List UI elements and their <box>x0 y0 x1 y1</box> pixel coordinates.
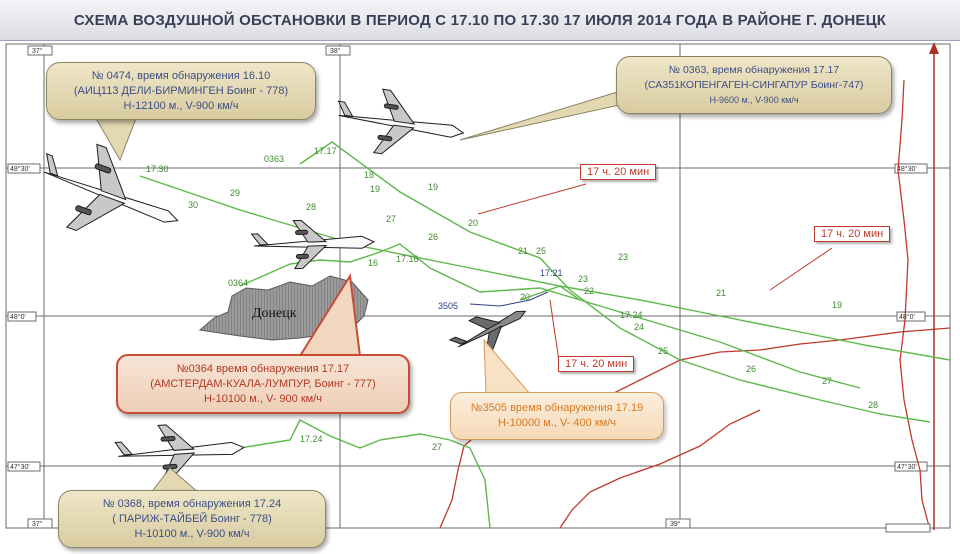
callout-3505-line2: Н-10000 м., V- 400 км/ч <box>497 417 616 429</box>
track-num-22: 22 <box>584 286 594 296</box>
border-line-1 <box>439 327 951 529</box>
track-num-23b: 23 <box>578 274 588 284</box>
track-num-27a: 27 <box>386 214 396 224</box>
track-num-28a: 28 <box>306 202 316 212</box>
track-num-16: 16 <box>368 258 378 268</box>
aircraft-0363-icon <box>337 88 465 155</box>
track-num-23a: 23 <box>618 252 628 262</box>
track-id-0364: 0364 <box>228 278 248 288</box>
city-label-donetsk: Донецк <box>252 306 297 321</box>
track-num-28b: 28 <box>868 400 878 410</box>
track-num-20: 20 <box>468 218 478 228</box>
callout-0368-line2: ( ПАРИЖ-ТАЙБЕЙ Боинг - 778) <box>112 512 272 525</box>
grid-tag-38-top: 38° <box>330 47 341 55</box>
track-3505-green <box>519 285 581 301</box>
track-num-19c: 19 <box>370 184 380 194</box>
grid-tag-37-top: 37° <box>32 47 43 55</box>
track-3505 <box>469 291 549 307</box>
callout-0363-line1: № 0363, время обнаружения 17.17 <box>668 63 840 76</box>
callout-0364-line3: Н-10100 м., V- 900 км/ч <box>203 392 322 405</box>
diagram-title: СХЕМА ВОЗДУШНОЙ ОБСТАНОВКИ В ПЕРИОД С 17… <box>0 0 960 41</box>
track-num-19a: 19 <box>428 182 438 192</box>
map-frame <box>5 43 951 529</box>
track-num-27c: 27 <box>432 442 442 452</box>
air-situation-map: 37° 38° 48°30' 48°0' 47°30' 48°30' 48°0'… <box>5 42 951 533</box>
track-num-18: 18 <box>364 170 374 180</box>
track-time-1724-b: 17.24 <box>300 434 323 444</box>
aircraft-0474-icon <box>44 143 179 232</box>
grid-tag-4830-left: 48°30' <box>10 165 30 173</box>
track-time-1724-a: 17.24 <box>620 310 643 320</box>
callout-flight-0363: № 0363, время обнаружения 17.17 (СА351КО… <box>616 56 892 114</box>
track-num-19b: 19 <box>832 300 842 310</box>
bottom-right-mark <box>885 523 931 533</box>
time-label-1720-b: 17 ч. 20 мин <box>814 226 891 242</box>
aircraft-3505-icon <box>448 310 527 354</box>
track-id-3505: 3505 <box>438 301 458 311</box>
grid-tag-48-right: 48°0' <box>899 313 915 321</box>
track-0363 <box>299 141 931 423</box>
callout-0364-line2: (АМСТЕРДАМ-КУАЛА-ЛУМПУР, Боинг - 777) <box>150 377 376 390</box>
track-num-21b: 21 <box>716 288 726 298</box>
time-pointer-2 <box>769 247 833 291</box>
track-num-20b: 20 <box>520 292 530 302</box>
track-num-25b: 25 <box>658 346 668 356</box>
track-time-1716: 17.16 <box>396 254 419 264</box>
callout-flight-0368: № 0368, время обнаружения 17.24 ( ПАРИЖ-… <box>58 490 326 548</box>
grid-tag-39-bottom: 39° <box>670 520 681 528</box>
callout-0368-line1: № 0368, время обнаружения 17.24 <box>102 497 282 510</box>
callout-0474-line3: Н-12100 м., V-900 км/ч <box>123 99 239 112</box>
callout-0474-line2: (АИЦ113 ДЕЛИ-БИРМИНГЕН Боинг - 778) <box>73 84 289 97</box>
track-0364 <box>239 243 861 389</box>
border-line-3 <box>559 409 761 529</box>
right-arrow-head <box>929 42 939 54</box>
track-time-1721: 17:21 <box>540 268 563 278</box>
track-num-27b: 27 <box>822 376 832 386</box>
track-time-1717: 17.17 <box>314 146 337 156</box>
callout-3505-line1: №3505 время обнаружения 17.19 <box>470 402 644 414</box>
grid-tag-37-bottom: 37° <box>32 520 43 528</box>
callout-0363-line3: Н-9600 м., V-900 км/ч <box>709 94 799 105</box>
callout-flight-3505: №3505 время обнаружения 17.19 Н-10000 м.… <box>450 392 664 440</box>
grid-tag-4730-right: 47°30' <box>897 463 917 471</box>
track-id-0363: 0363 <box>264 154 284 164</box>
callout-0368-line3: Н-10100 м., V-900 км/ч <box>134 527 250 540</box>
grid-tag-4730-left: 47°30' <box>10 463 30 471</box>
grid-tag-4830-right: 48°30' <box>897 165 917 173</box>
track-num-30: 30 <box>188 200 198 210</box>
track-num-24: 24 <box>634 322 644 332</box>
callout-0363-line2: (СА351КОПЕНГАГЕН-СИНГАПУР Боинг-747) <box>644 78 864 91</box>
time-label-1720-c: 17 ч. 20 мин <box>558 356 635 372</box>
time-label-1720-a: 17 ч. 20 мин <box>580 164 657 180</box>
callout-flight-0364: №0364 время обнаружения 17.17 (АМСТЕРДАМ… <box>116 354 410 414</box>
track-num-21a: 21 <box>518 246 528 256</box>
track-num-29: 29 <box>230 188 240 198</box>
track-num-25a: 25 <box>536 246 546 256</box>
callout-0364-line1: №0364 время обнаружения 17.17 <box>176 362 350 375</box>
aircraft-0364-icon <box>250 219 376 270</box>
track-time-1730: 17.30 <box>146 164 169 174</box>
track-0368 <box>199 419 491 529</box>
border-line-2 <box>897 79 931 531</box>
track-num-26a: 26 <box>428 232 438 242</box>
callout-flight-0474: № 0474, время обнаружения 16.10 (АИЦ113 … <box>46 62 316 120</box>
track-num-26b: 26 <box>746 364 756 374</box>
time-pointer-1 <box>477 183 587 215</box>
grid-tag-48-left: 48°0' <box>10 313 26 321</box>
callout-0474-line1: № 0474, время обнаружения 16.10 <box>91 69 271 82</box>
